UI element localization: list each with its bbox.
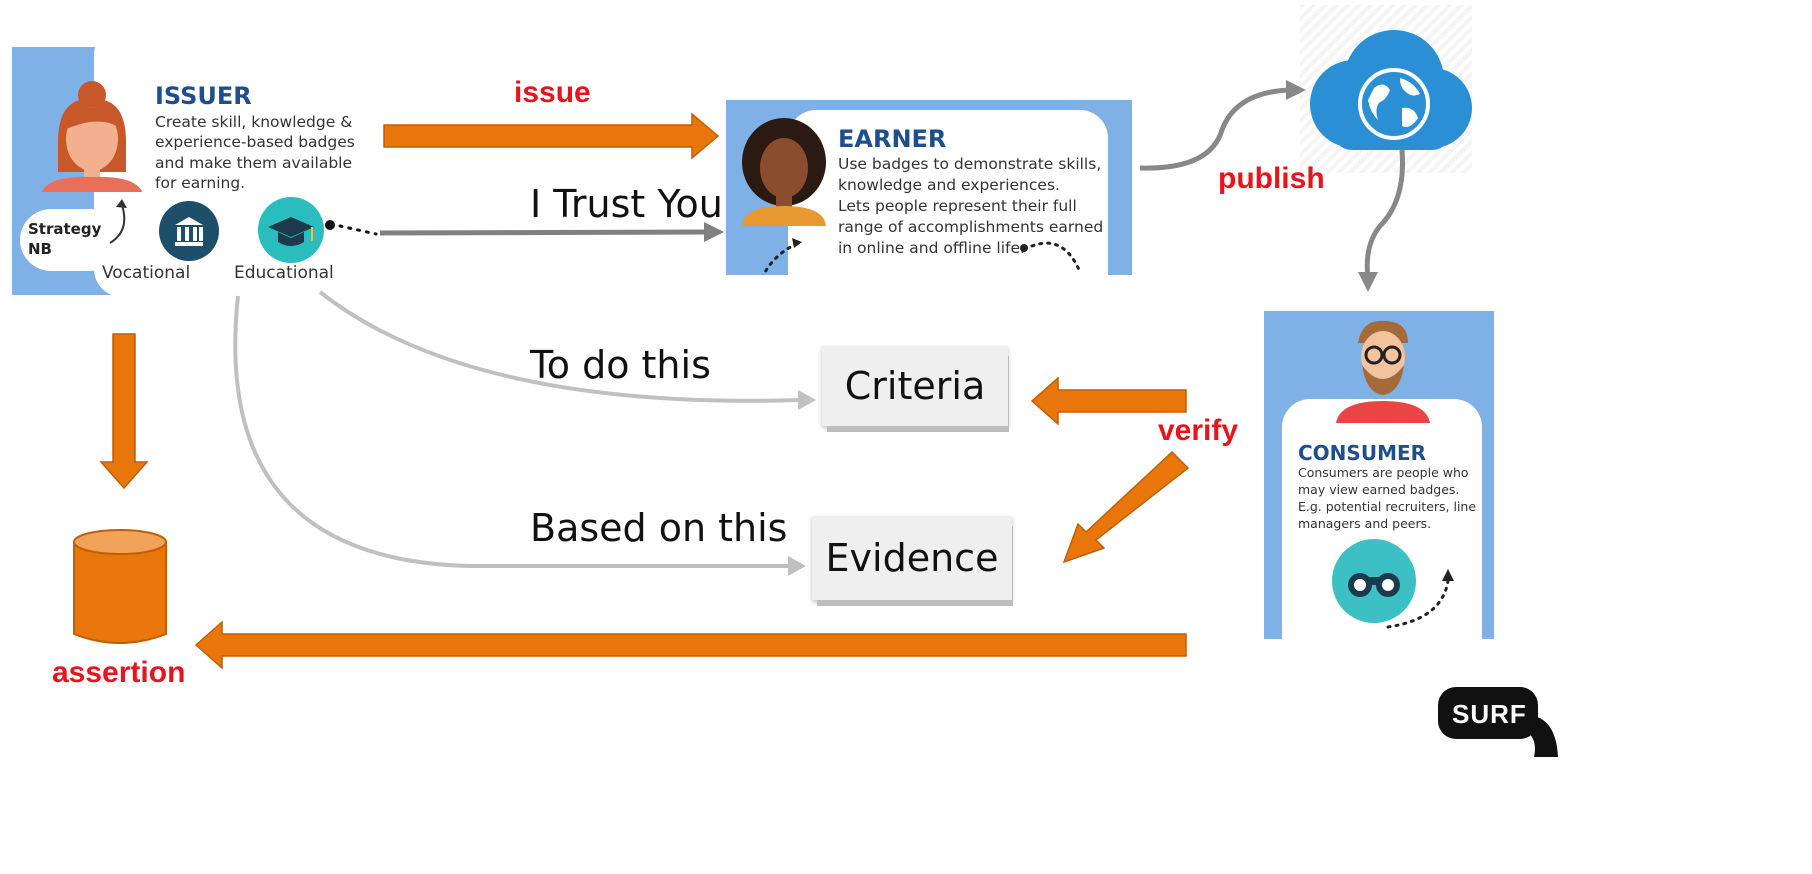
to-do-this-label: To do this	[530, 343, 711, 387]
evidence-curve-head	[788, 556, 806, 576]
consumer-panel	[1264, 311, 1494, 639]
vocational-label: Vocational	[102, 263, 191, 283]
criteria-curve-head	[798, 390, 816, 410]
educational-graduation-cap-icon	[258, 197, 324, 263]
cloud-globe-icon	[1310, 30, 1472, 150]
earner-panel	[726, 100, 1132, 275]
consumer-avatar-icon	[1336, 320, 1430, 423]
issue-label: issue	[514, 76, 591, 109]
assertion-down-arrow	[99, 333, 149, 490]
criteria-label: Criteria	[844, 364, 986, 408]
trust-label: I Trust You	[530, 182, 723, 226]
verify-label: verify	[1158, 414, 1239, 447]
earner-avatar-icon	[742, 118, 826, 226]
earner-dotted-curve	[1020, 241, 1082, 274]
publish-label: publish	[1218, 162, 1325, 195]
issuer-avatar-icon	[41, 81, 143, 192]
based-on-this-label: Based on this	[530, 506, 788, 550]
evidence-paper: Evidence	[812, 516, 1012, 600]
consumer-curve	[1364, 149, 1405, 279]
earner-description: Use badges to demonstrate skills, knowle…	[838, 155, 1104, 258]
issuer-card	[94, 47, 376, 295]
surf-logo	[1438, 687, 1558, 757]
consumer-description: Consumers are people who may view earned…	[1298, 465, 1477, 531]
strategy-curve-arrow	[109, 199, 127, 244]
vocational-institution-icon	[159, 201, 219, 261]
consumer-dotted-arrow	[1386, 569, 1454, 629]
assertion-label: assertion	[52, 656, 186, 689]
issuer-title: ISSUER	[155, 82, 252, 110]
publish-curve-head	[1286, 80, 1306, 100]
issuer-trust-dotted-line	[338, 224, 378, 236]
publish-curve	[1139, 87, 1291, 171]
strategy-bubble	[20, 209, 120, 271]
evidence-verify-arrow	[1062, 450, 1190, 564]
strategy-label: Strategy NB	[28, 220, 102, 258]
evidence-curve	[233, 295, 790, 568]
trust-arrow-line	[379, 229, 707, 236]
surf-logo-text: SURF	[1452, 699, 1527, 729]
consumer-assertion-arrow	[194, 620, 1187, 670]
consumer-curve-head	[1358, 272, 1378, 292]
issuer-description: Create skill, knowledge & experience-bas…	[155, 113, 355, 193]
criteria-curve	[318, 290, 801, 403]
earner-dotted-arrow	[761, 238, 802, 275]
criteria-verify-arrow	[1030, 376, 1187, 426]
educational-label: Educational	[234, 263, 334, 283]
binoculars-icon	[1332, 539, 1416, 623]
earner-card	[788, 110, 1108, 275]
evidence-label: Evidence	[825, 536, 999, 580]
criteria-paper: Criteria	[822, 346, 1008, 426]
issuer-panel: Strategy NB Vocational Educational	[12, 47, 376, 295]
issuer-trust-dot	[325, 220, 335, 230]
assertion-database-icon	[73, 529, 167, 644]
earner-title: EARNER	[838, 125, 947, 153]
trust-arrow-head	[704, 222, 724, 242]
consumer-title: CONSUMER	[1298, 441, 1427, 465]
issue-arrow	[383, 112, 720, 160]
